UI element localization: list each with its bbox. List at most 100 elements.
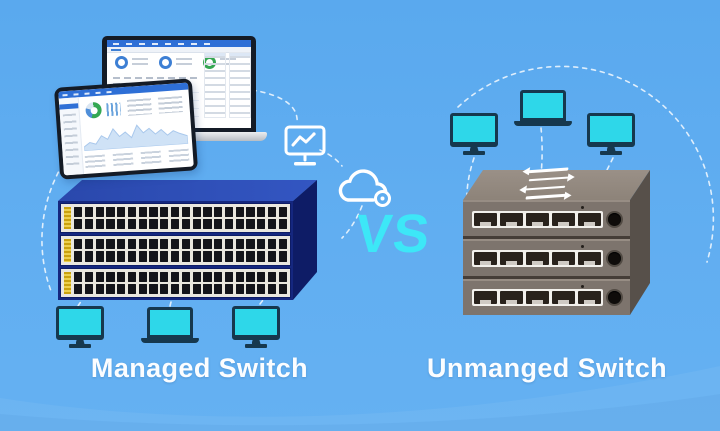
ethernet-port — [170, 283, 180, 294]
ethernet-port — [84, 219, 94, 230]
laptop-base — [514, 121, 572, 126]
ethernet-port — [149, 271, 158, 282]
ethernet-port — [552, 212, 575, 226]
ethernet-port — [203, 219, 212, 230]
ethernet-port — [224, 251, 234, 262]
workstation-monitor — [232, 306, 280, 348]
ethernet-port — [214, 271, 223, 282]
ethernet-port — [203, 239, 212, 250]
managed-switch-unit — [60, 267, 291, 298]
gauge-widget — [159, 56, 172, 69]
monitor-base — [245, 344, 267, 348]
ethernet-port — [117, 219, 126, 230]
ethernet-port — [474, 251, 497, 265]
ethernet-port — [224, 207, 234, 218]
ethernet-port — [181, 271, 191, 282]
ethernet-port — [278, 283, 287, 294]
ethernet-port — [127, 271, 137, 282]
ethernet-port — [84, 239, 94, 250]
ethernet-port — [95, 251, 104, 262]
ethernet-port — [160, 219, 169, 230]
monitor-screen — [232, 306, 280, 340]
ethernet-port — [106, 283, 115, 294]
ethernet-port — [246, 283, 255, 294]
ethernet-port — [106, 207, 115, 218]
ethernet-port — [74, 283, 83, 294]
ethernet-port — [127, 219, 137, 230]
monitor-base — [600, 151, 622, 155]
monitor-screen — [56, 306, 104, 340]
monitor-base — [463, 151, 485, 155]
dashed-connector — [341, 205, 363, 239]
ethernet-port — [170, 271, 180, 282]
ethernet-port — [106, 219, 115, 230]
ethernet-port — [203, 271, 212, 282]
ethernet-port — [257, 219, 266, 230]
dashed-connector — [466, 157, 475, 203]
widget-text — [157, 96, 183, 114]
ethernet-port — [106, 271, 115, 282]
ethernet-port — [235, 283, 244, 294]
ethernet-port — [149, 219, 158, 230]
ethernet-port — [74, 219, 83, 230]
ethernet-port — [235, 239, 244, 250]
table-rows — [112, 152, 134, 168]
ethernet-port — [95, 207, 104, 218]
ethernet-port — [246, 239, 255, 250]
monitor-screen — [450, 113, 498, 147]
ethernet-port — [192, 283, 201, 294]
laptop-base — [141, 338, 199, 343]
monitor-stand — [251, 339, 261, 344]
monitor-stand — [75, 339, 85, 344]
unit-label-strip — [64, 239, 71, 262]
ethernet-port — [235, 251, 244, 262]
ethernet-port — [160, 207, 169, 218]
ethernet-port — [267, 271, 277, 282]
ethernet-port — [246, 251, 255, 262]
unit-label-strip — [64, 207, 71, 230]
ethernet-port — [192, 207, 201, 218]
ethernet-port — [160, 271, 169, 282]
ethernet-port — [214, 251, 223, 262]
ethernet-port — [84, 251, 94, 262]
widget-text — [176, 58, 192, 67]
ethernet-port — [117, 283, 126, 294]
ethernet-port — [278, 251, 287, 262]
ethernet-port — [170, 207, 180, 218]
power-port — [608, 251, 621, 265]
ethernet-port — [278, 219, 287, 230]
dashboard-sidebar — [58, 97, 85, 176]
ethernet-port — [84, 207, 94, 218]
ethernet-port — [170, 219, 180, 230]
widget-text — [220, 58, 236, 67]
workstation-monitor — [56, 306, 104, 348]
ethernet-port — [267, 251, 277, 262]
ethernet-port — [170, 239, 180, 250]
ethernet-port — [127, 283, 137, 294]
ethernet-port — [278, 271, 287, 282]
ethernet-port — [474, 212, 497, 226]
text-row — [113, 77, 197, 79]
ethernet-port — [526, 251, 549, 265]
port-strip — [472, 210, 603, 228]
workstation-laptop — [514, 90, 572, 126]
monitor-stand — [469, 146, 479, 151]
workstation-monitor — [587, 113, 635, 155]
ethernet-port — [181, 219, 191, 230]
ethernet-port — [224, 239, 234, 250]
ethernet-port — [214, 207, 223, 218]
managed-switch-caption: Managed Switch — [90, 353, 309, 383]
ethernet-port — [117, 239, 126, 250]
port-grid — [74, 239, 287, 262]
ethernet-port — [149, 283, 158, 294]
table-rows — [168, 148, 190, 165]
ethernet-port — [552, 251, 575, 265]
ethernet-port — [500, 251, 523, 265]
ethernet-port — [500, 291, 523, 305]
ethernet-port — [246, 219, 255, 230]
ethernet-port — [127, 251, 137, 262]
ethernet-port — [149, 251, 158, 262]
ethernet-port — [95, 219, 104, 230]
monitor-stand — [606, 146, 616, 151]
managed-switch-top — [58, 180, 317, 201]
